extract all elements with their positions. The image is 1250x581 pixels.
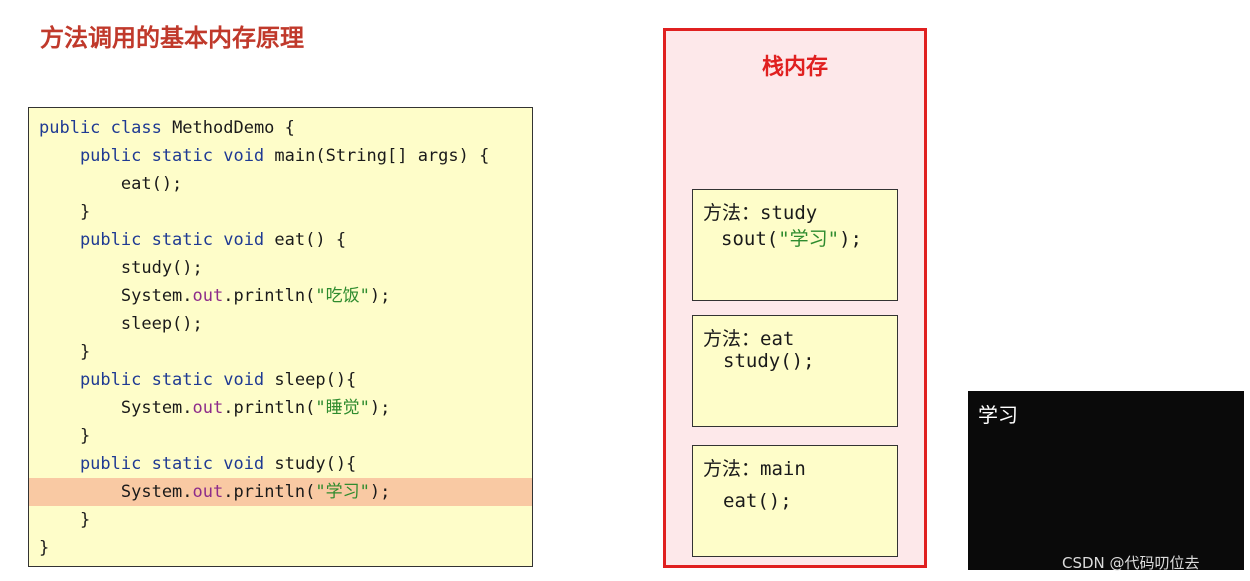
code-line: public static void main(String[] args) { (29, 142, 532, 170)
code-line: study(); (29, 254, 532, 282)
code-token: } (39, 342, 91, 362)
code-token: study(){ (274, 454, 357, 474)
code-line: } (29, 338, 532, 366)
console-output: 学习 (968, 391, 1244, 570)
code-token: System. (39, 482, 193, 502)
stack-frame-body: sout("学习"); (721, 228, 862, 250)
code-token: ); (369, 482, 391, 502)
code-token: } (39, 510, 91, 530)
code-token: .println( (223, 398, 316, 418)
code-line: public static void study(){ (29, 450, 532, 478)
page-title: 方法调用的基本内存原理 (40, 24, 304, 52)
code-line: public static void eat() { (29, 226, 532, 254)
code-token: MethodDemo { (172, 118, 295, 138)
code-token: out (192, 398, 224, 418)
stack-frame-study: 方法：study sout("学习"); (692, 189, 898, 301)
code-line: eat(); (29, 170, 532, 198)
code-token: eat() { (274, 230, 347, 250)
code-token: public class (39, 118, 173, 138)
code-line: public static void sleep(){ (29, 366, 532, 394)
code-line: public class MethodDemo { (29, 114, 532, 142)
code-line: } (29, 534, 532, 562)
code-token: main(String[] args) { (274, 146, 490, 166)
code-token: public static void (39, 146, 275, 166)
code-token: sleep(); (39, 314, 203, 334)
stack-frame-body: study(); (723, 350, 815, 372)
code-token: "学习" (315, 482, 370, 502)
code-token: ); (369, 286, 391, 306)
code-token: ); (369, 398, 391, 418)
code-line: } (29, 422, 532, 450)
stack-memory-title: 栈内存 (761, 55, 828, 80)
code-token: sleep(){ (274, 370, 357, 390)
stack-frame-head: 方法：study (703, 202, 818, 224)
stack-frame-eat: 方法：eat study(); (692, 315, 898, 427)
code-token: out (192, 286, 224, 306)
code-token: out (192, 482, 224, 502)
code-token: .println( (223, 482, 316, 502)
code-block: public class MethodDemo { public static … (28, 107, 533, 567)
code-token: .println( (223, 286, 316, 306)
code-token: } (39, 538, 50, 558)
stack-frame-head: 方法：main (703, 458, 806, 480)
code-token: System. (39, 398, 193, 418)
code-line: System.out.println("睡觉"); (29, 394, 532, 422)
code-line: sleep(); (29, 310, 532, 338)
code-line: } (29, 506, 532, 534)
code-token: "睡觉" (315, 398, 370, 418)
code-token: eat(); (39, 174, 183, 194)
code-line: System.out.println("吃饭"); (29, 282, 532, 310)
console-output-text: 学习 (978, 403, 1018, 427)
stack-frame-body: eat(); (723, 490, 792, 512)
code-token: System. (39, 286, 193, 306)
code-line-highlighted: System.out.println("学习"); (29, 478, 532, 506)
stack-memory: 栈内存 方法：study sout("学习"); 方法：eat study();… (663, 28, 927, 568)
code-token: } (39, 426, 91, 446)
stack-frame-main: 方法：main eat(); (692, 445, 898, 557)
code-token: public static void (39, 370, 275, 390)
stack-frame-head: 方法：eat (703, 328, 795, 350)
code-token: } (39, 202, 91, 222)
code-token: public static void (39, 454, 275, 474)
code-token: "吃饭" (315, 286, 370, 306)
watermark: CSDN @代码叨位去 (1062, 554, 1200, 572)
code-token: study(); (39, 258, 203, 278)
code-token: public static void (39, 230, 275, 250)
code-line: } (29, 198, 532, 226)
